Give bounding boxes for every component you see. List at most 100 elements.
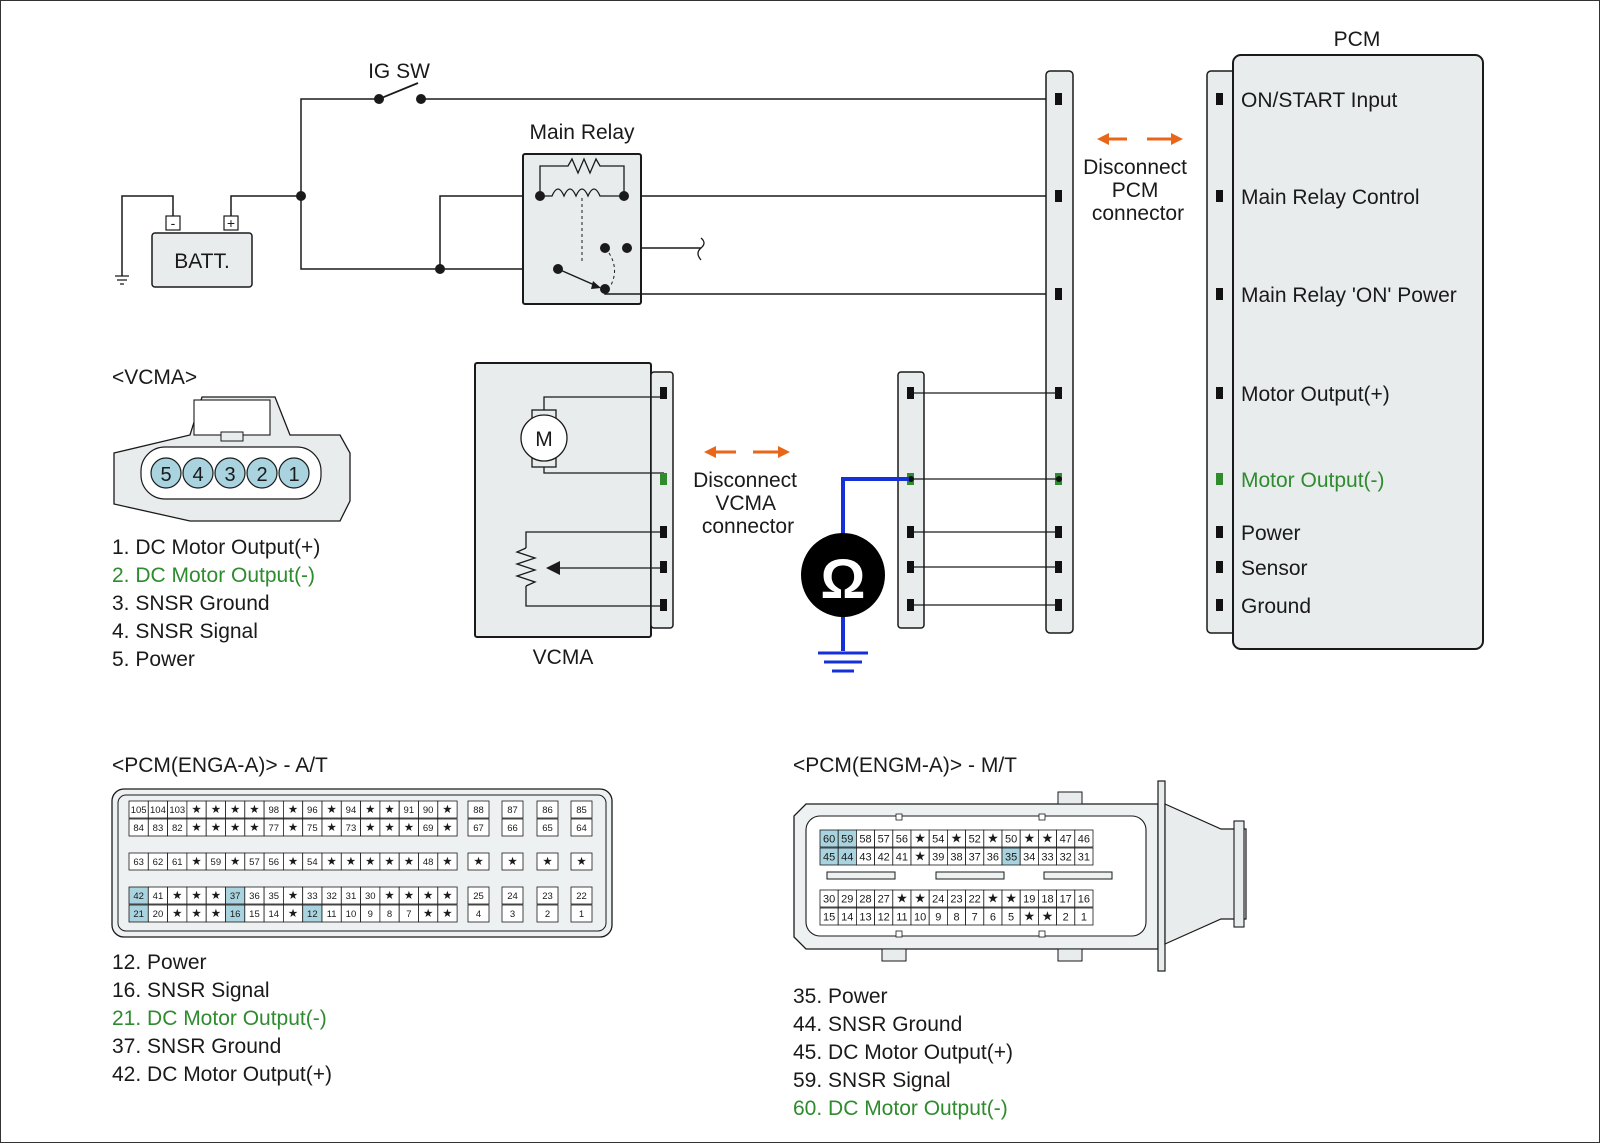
pcm-connector-pin bbox=[1216, 526, 1223, 538]
pin-number: 12 bbox=[307, 909, 318, 920]
pin-number: 30 bbox=[823, 893, 835, 905]
pin-number: 34 bbox=[1023, 851, 1035, 863]
pin-number: ★ bbox=[288, 908, 298, 920]
pin-number: 57 bbox=[878, 833, 890, 845]
legend-item: 44. SNSR Ground bbox=[793, 1013, 962, 1036]
pin-number: 56 bbox=[896, 833, 908, 845]
pin-number: 15 bbox=[823, 911, 835, 923]
pin-number: 75 bbox=[307, 823, 318, 834]
pin-number: 42 bbox=[878, 851, 890, 863]
legend-item: 45. DC Motor Output(+) bbox=[793, 1041, 1013, 1064]
pcm-pin-label: Ground bbox=[1241, 595, 1311, 618]
disconnect-vcma-line-2: VCMA bbox=[715, 492, 776, 515]
pin-cell bbox=[570, 800, 593, 819]
pin-number: 37 bbox=[969, 851, 981, 863]
pin-number: ★ bbox=[326, 856, 336, 868]
pcm-connector-pin bbox=[1216, 93, 1223, 105]
pin-number: 8 bbox=[953, 911, 959, 923]
pin-number: ★ bbox=[473, 856, 483, 868]
pin-cell bbox=[536, 904, 559, 923]
pin-number: 59 bbox=[841, 833, 853, 845]
vcma-pin-circle bbox=[150, 457, 182, 489]
disconnect-pcm-label: Disconnect PCM connector bbox=[1083, 156, 1193, 225]
pin-number: ★ bbox=[1042, 830, 1054, 845]
pin-number: ★ bbox=[326, 822, 336, 834]
pin-number: ★ bbox=[404, 890, 414, 902]
pin-number: 94 bbox=[346, 805, 357, 816]
pin-number: 32 bbox=[326, 891, 337, 902]
pin-number: 21 bbox=[133, 909, 144, 920]
pin-number: ★ bbox=[1023, 830, 1035, 845]
pin-number: 48 bbox=[423, 857, 434, 868]
pin-number: 98 bbox=[268, 805, 279, 816]
vcma-pin-number: 1 bbox=[288, 464, 299, 486]
pin-number: ★ bbox=[288, 890, 298, 902]
disconnect-vcma-line-3: connector bbox=[702, 515, 794, 538]
pin-number: 10 bbox=[346, 909, 357, 920]
pin-number: 58 bbox=[859, 833, 871, 845]
disconnect-pcm-line-2: PCM bbox=[1112, 179, 1159, 202]
pin-number: ★ bbox=[249, 804, 259, 816]
pin-number: 24 bbox=[507, 891, 518, 902]
pin-number: ★ bbox=[191, 908, 201, 920]
pin-cell bbox=[570, 886, 593, 905]
pin-number: 1 bbox=[579, 909, 584, 920]
pcm-pin-label: ON/START Input bbox=[1241, 89, 1398, 112]
pin-number: 54 bbox=[932, 833, 944, 845]
pin-number: 85 bbox=[576, 805, 587, 816]
pcm-pin-label: Sensor bbox=[1241, 557, 1308, 580]
pin-number: ★ bbox=[404, 822, 414, 834]
pin-number: ★ bbox=[211, 804, 221, 816]
pin-number: 36 bbox=[987, 851, 999, 863]
pin-number: 77 bbox=[268, 823, 279, 834]
pin-number: 69 bbox=[423, 823, 434, 834]
pin-number: ★ bbox=[211, 908, 221, 920]
pin-number: 13 bbox=[859, 911, 871, 923]
pin-number: ★ bbox=[542, 856, 552, 868]
pin-number: 8 bbox=[387, 909, 392, 920]
legend-item: 2. DC Motor Output(-) bbox=[112, 564, 315, 587]
pin-number: ★ bbox=[423, 908, 433, 920]
pcm-pin-label: Main Relay Control bbox=[1241, 186, 1420, 209]
pin-number: 90 bbox=[423, 805, 434, 816]
pin-number: 6 bbox=[990, 911, 996, 923]
pin-number: ★ bbox=[896, 890, 908, 905]
pin-number: 16 bbox=[1078, 893, 1090, 905]
pin-number: ★ bbox=[442, 856, 452, 868]
pin-number: ★ bbox=[288, 822, 298, 834]
legend-item: 3. SNSR Ground bbox=[112, 592, 270, 615]
pin-number: ★ bbox=[191, 856, 201, 868]
pin-number: ★ bbox=[423, 890, 433, 902]
pin-cell bbox=[437, 904, 458, 923]
pin-number: ★ bbox=[384, 822, 394, 834]
pin-cell bbox=[437, 886, 458, 905]
pin-cell bbox=[501, 886, 524, 905]
pin-number: 17 bbox=[1060, 893, 1072, 905]
pin-number: 83 bbox=[153, 823, 164, 834]
pcm-connector-pin bbox=[1216, 288, 1223, 300]
pin-number: 7 bbox=[406, 909, 411, 920]
pcm-pin-label: Motor Output(+) bbox=[1241, 383, 1390, 406]
pin-number: 14 bbox=[268, 909, 279, 920]
pin-number: ★ bbox=[326, 804, 336, 816]
pin-number: 54 bbox=[307, 857, 318, 868]
ohmmeter: Ω bbox=[801, 477, 909, 673]
pin-number: 61 bbox=[172, 857, 183, 868]
pin-cell bbox=[437, 818, 458, 837]
pin-number: ★ bbox=[404, 856, 414, 868]
pin-number: 10 bbox=[914, 911, 926, 923]
pin-number: ★ bbox=[1042, 908, 1054, 923]
pin-number: ★ bbox=[191, 804, 201, 816]
harness-wires bbox=[911, 392, 1059, 606]
pin-number: 37 bbox=[230, 891, 241, 902]
pin-number: ★ bbox=[211, 890, 221, 902]
pin-number: ★ bbox=[576, 856, 586, 868]
pin-number: 103 bbox=[169, 805, 185, 816]
pin-number: ★ bbox=[442, 908, 452, 920]
pin-number: 104 bbox=[150, 805, 166, 816]
pin-number: ★ bbox=[211, 822, 221, 834]
pin-number: 35 bbox=[1005, 851, 1017, 863]
pin-number: 44 bbox=[841, 851, 853, 863]
